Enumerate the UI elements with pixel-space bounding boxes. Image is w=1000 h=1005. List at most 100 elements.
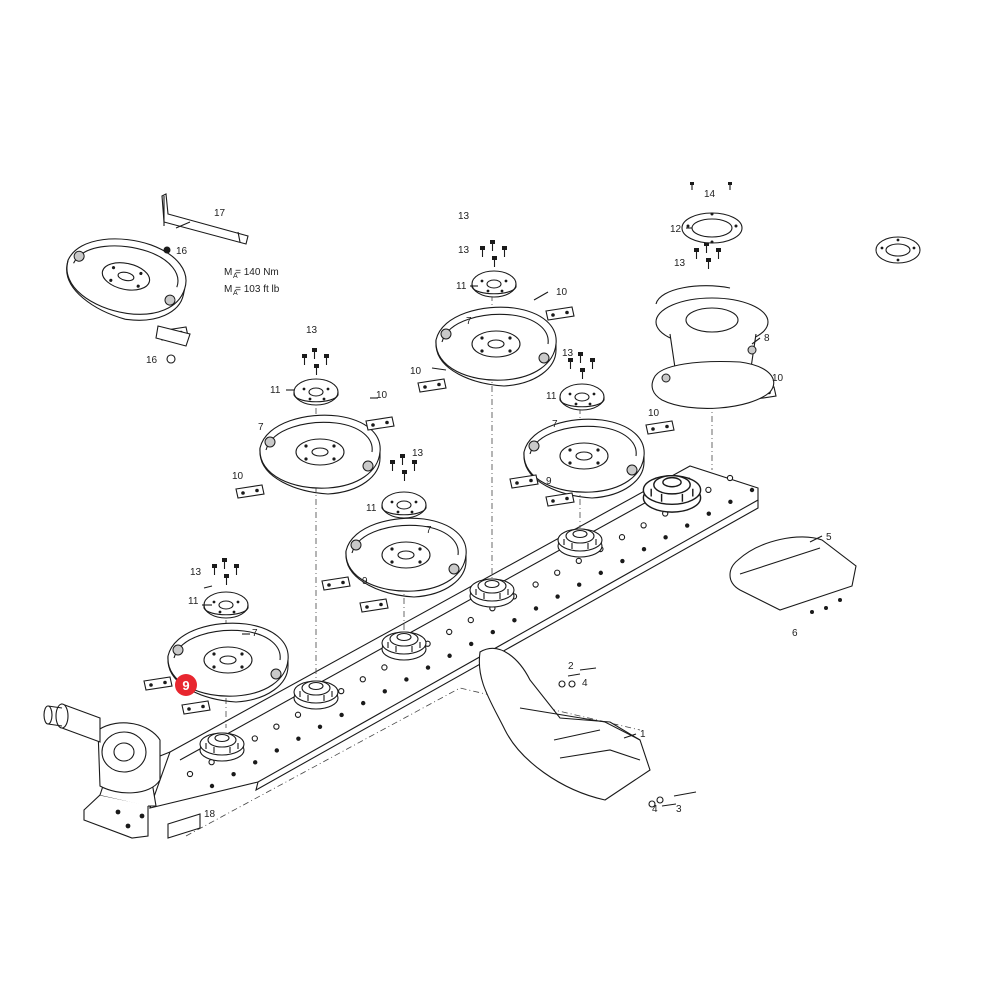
bar-rivet [446,628,453,636]
bar-bolt [533,606,539,611]
highlight-marker [175,674,197,696]
gearbox [43,703,161,839]
callout-7e: 7 [552,419,558,430]
callout-14: 14 [704,189,716,200]
bar-bolt [209,783,215,789]
bolt-sets [211,182,732,586]
cutting-discs [57,227,645,703]
callout-13g: 13 [674,258,686,269]
bar-bolt [404,677,409,682]
bar-bolt [641,547,647,552]
callout-10a: 10 [232,471,244,482]
callout-10d: 10 [556,287,568,298]
bar-bolt [469,641,474,647]
bar-rivet [251,735,258,742]
bar-bolt [317,724,323,729]
torque-imperial: M = 103 ft lb [224,284,280,295]
torque-metric: M = 140 Nm [224,267,279,278]
bar-bolt [253,760,258,765]
hardware [155,246,697,839]
callout-7c: 7 [426,525,432,536]
callout-13a: 13 [190,567,202,578]
callout-17: 17 [214,208,226,219]
bar-bolt [447,653,452,658]
bar-bolt [598,570,603,576]
bar-rivet [381,664,388,671]
bar-bolt [339,712,344,718]
callout-4a: 4 [582,678,588,689]
torque-sub-1: A [233,273,238,280]
bar-rivet [575,557,582,565]
bar-bolt [382,689,387,694]
callout-16b: 16 [146,355,158,366]
callout-13e: 13 [458,245,470,256]
bar-bolt [577,582,582,587]
callout-1: 1 [640,729,646,740]
bar-rivet [726,474,734,482]
bar-bolt [663,535,668,540]
bar-bolt [728,499,733,505]
bar-rivet [186,770,194,778]
top-ring [681,212,921,264]
callout-10c: 10 [410,366,422,377]
bar-rivet [640,522,647,529]
callout-10f: 10 [772,373,784,384]
bar-bolt [620,558,625,564]
bar-rivet [359,676,366,683]
callout-18: 18 [204,809,216,820]
bar-bolt [706,511,711,516]
bar-rivet [467,616,474,624]
bar-bolt [555,594,560,599]
callout-11b: 11 [270,385,281,396]
callout-13d: 13 [458,211,470,222]
callout-11c: 11 [366,503,377,514]
highlighted-callout[interactable]: 9 [175,674,197,696]
callout-8: 8 [764,333,770,344]
bar-rivet [273,723,280,730]
callout-9a: 9 [362,576,368,587]
bar-bolt [231,771,236,777]
callout-13f: 13 [562,348,574,359]
callout-11a: 11 [188,596,199,607]
bar-bolt [749,487,755,493]
bar-rivet [338,687,345,695]
bar-bolt [425,665,431,670]
bar-bolt [361,700,366,706]
highlight-label: 9 [182,678,189,693]
leader-lines [175,221,823,739]
callout-5: 5 [826,532,832,543]
bar-rivet [532,581,539,588]
callout-7d: 7 [466,316,472,327]
callout-11d: 11 [456,281,467,292]
torque-spec: M = 140 Nm A M = 103 ft lb A [224,267,280,297]
bar-rivet [705,486,712,493]
callout-13c: 13 [412,448,424,459]
bar-bolt [685,523,690,528]
callout-2: 2 [568,661,574,672]
callout-11e: 11 [546,391,557,402]
bar-rivet [294,711,302,718]
callout-16a: 16 [176,246,188,257]
drum [651,285,775,409]
callout-labels: 1 2 3 4 4 5 6 7 7 7 7 7 8 9 9 10 10 10 1… [146,189,832,820]
callout-3: 3 [676,804,682,815]
callout-4b: 4 [652,804,658,815]
callout-13b: 13 [306,325,318,336]
guard-plate [729,536,857,614]
bar-rivet [554,569,561,576]
callout-7a: 7 [252,628,258,639]
callout-10b: 10 [376,390,388,401]
skid [478,647,651,801]
bar-rivet [618,534,626,541]
callout-6: 6 [792,628,798,639]
bar-bolt [296,736,301,741]
callout-10e: 10 [648,408,660,419]
callout-12: 12 [670,224,682,235]
bar-bolt [274,748,279,753]
callout-9b: 9 [546,476,552,487]
cutter-bar [149,465,759,809]
wrench [161,193,249,245]
bar-bolt [490,629,495,635]
